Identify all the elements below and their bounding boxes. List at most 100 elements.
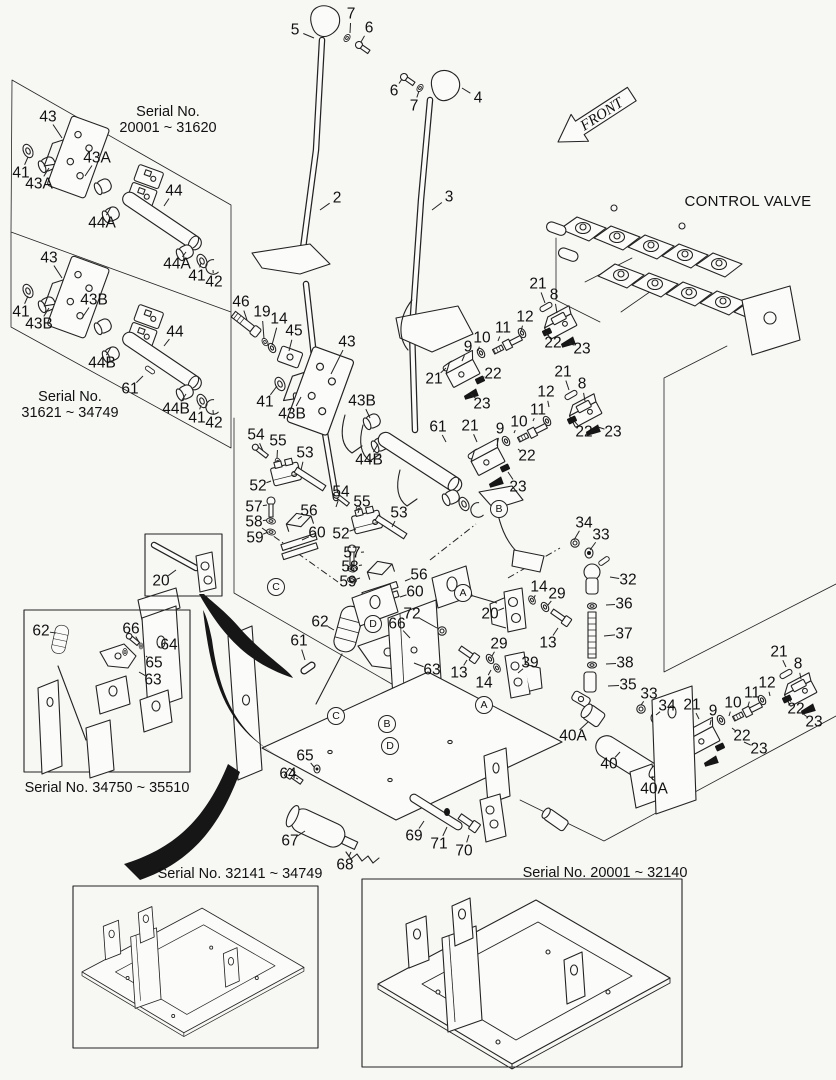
part-callout-40: 40 [600, 755, 618, 773]
serial-caption-20001: Serial No. 20001 ~ 32140 [522, 865, 688, 881]
part-callout-41: 41 [188, 409, 206, 427]
part-callout-59: 59 [339, 573, 357, 591]
part-callout-59: 59 [246, 529, 264, 547]
part-callout-12: 12 [537, 383, 555, 401]
part-callout-42: 42 [205, 414, 223, 432]
part-callout-43: 43 [40, 249, 58, 267]
part-callout-53: 53 [390, 504, 408, 522]
part-callout-36: 36 [615, 595, 633, 613]
part-callout-44B: 44B [88, 354, 116, 372]
part-callout-61: 61 [121, 380, 139, 398]
part-callout-43B: 43B [278, 405, 306, 423]
part-callout-8: 8 [793, 655, 803, 673]
part-callout-34: 34 [658, 697, 676, 715]
part-callout-37: 37 [615, 625, 633, 643]
part-callout-35: 35 [619, 676, 637, 694]
part-callout-13: 13 [539, 634, 557, 652]
damper-67 [285, 805, 359, 850]
part-callout-23: 23 [805, 713, 823, 731]
serial-34750-detail-box [23, 609, 191, 779]
part-callout-42: 42 [205, 273, 223, 291]
assembly-ref-D: D [364, 615, 382, 633]
serial-caption-region1-line2: 20001 ~ 31620 [119, 120, 217, 136]
part-callout-52: 52 [249, 477, 267, 495]
part-callout-44: 44 [166, 323, 184, 341]
part-callout-11: 11 [743, 684, 761, 702]
part-callout-69: 69 [405, 827, 423, 845]
part-callout-23: 23 [573, 340, 591, 358]
callout-leader-lines [24, 22, 808, 858]
threaded-rod-37 [587, 611, 597, 659]
part-callout-9: 9 [708, 702, 718, 720]
part-callout-54: 54 [247, 426, 265, 444]
part-callout-55: 55 [353, 493, 371, 511]
part-callout-22: 22 [575, 423, 593, 441]
front-arrow-label: FRONT [577, 94, 628, 135]
part-callout-29: 29 [548, 585, 566, 603]
part-callout-60: 60 [308, 524, 326, 542]
lever-2-blade [251, 243, 331, 275]
pointer-swooshes [124, 594, 293, 880]
part-callout-61: 61 [429, 418, 447, 436]
washer-7b [415, 82, 425, 94]
part-callout-44A: 44A [88, 214, 116, 232]
part-callout-60: 60 [406, 583, 424, 601]
part-20-detail-box [144, 533, 223, 597]
part-callout-11: 11 [494, 319, 512, 337]
bolt-6a [354, 40, 371, 55]
pin-69 [409, 793, 463, 831]
part-callout-64: 64 [160, 636, 178, 654]
bracket-20-group [489, 587, 573, 633]
bolt-70 [457, 813, 481, 834]
part-callout-32: 32 [619, 571, 637, 589]
part-callout-7: 7 [346, 5, 356, 23]
part-callout-55: 55 [269, 432, 287, 450]
elbow-35 [583, 671, 597, 693]
part-callout-43B: 43B [348, 392, 376, 410]
part-callout-4: 4 [473, 89, 483, 107]
part-callout-45: 45 [285, 322, 303, 340]
part-callout-23: 23 [473, 395, 491, 413]
bushing-40a-left [580, 703, 606, 728]
part-callout-61: 61 [290, 632, 308, 650]
part-callout-43A: 43A [25, 175, 53, 193]
part-callout-71: 71 [430, 835, 448, 853]
part-callout-20: 20 [152, 572, 170, 590]
part-callout-57: 57 [245, 498, 263, 516]
bottom-hardware [284, 764, 507, 864]
part-callout-56: 56 [300, 502, 318, 520]
part-callout-63: 63 [423, 661, 441, 679]
pedal-linkage-group [478, 485, 674, 809]
part-callout-14: 14 [530, 578, 548, 596]
part-callout-10: 10 [724, 694, 742, 712]
part-callout-10: 10 [473, 329, 491, 347]
part-callout-22: 22 [518, 447, 536, 465]
part-callout-41: 41 [12, 303, 30, 321]
assembly-ref-C: C [327, 707, 345, 725]
washer-71 [444, 808, 450, 816]
part-callout-63: 63 [144, 671, 162, 689]
mid-pivot-assembly [230, 310, 485, 520]
part-callout-58: 58 [341, 558, 359, 576]
part-callout-3: 3 [444, 188, 454, 206]
part-callout-41: 41 [12, 164, 30, 182]
part-callout-22: 22 [787, 700, 805, 718]
plate-39-group [458, 645, 543, 699]
part-callout-2: 2 [332, 189, 342, 207]
serial-caption-32141: Serial No. 32141 ~ 34749 [157, 866, 323, 882]
serial-20001-detail-box [361, 878, 683, 1070]
part-callout-9: 9 [495, 420, 505, 438]
part-callout-65: 65 [145, 654, 163, 672]
serial-32141-detail-box [72, 885, 319, 1049]
part-callout-44B: 44B [162, 400, 190, 418]
serial-caption-region2: Serial No. 31621 ~ 34749 [21, 389, 118, 421]
part-callout-52: 52 [332, 525, 350, 543]
assembly-ref-A: A [454, 584, 472, 602]
part-callout-44: 44 [165, 182, 183, 200]
spring-68 [345, 851, 380, 864]
part-callout-20: 20 [481, 605, 499, 623]
grip-5 [310, 5, 341, 38]
serial-caption-region2-line2: 31621 ~ 34749 [21, 405, 119, 421]
part-callout-5: 5 [290, 21, 300, 39]
part-callout-22: 22 [484, 365, 502, 383]
